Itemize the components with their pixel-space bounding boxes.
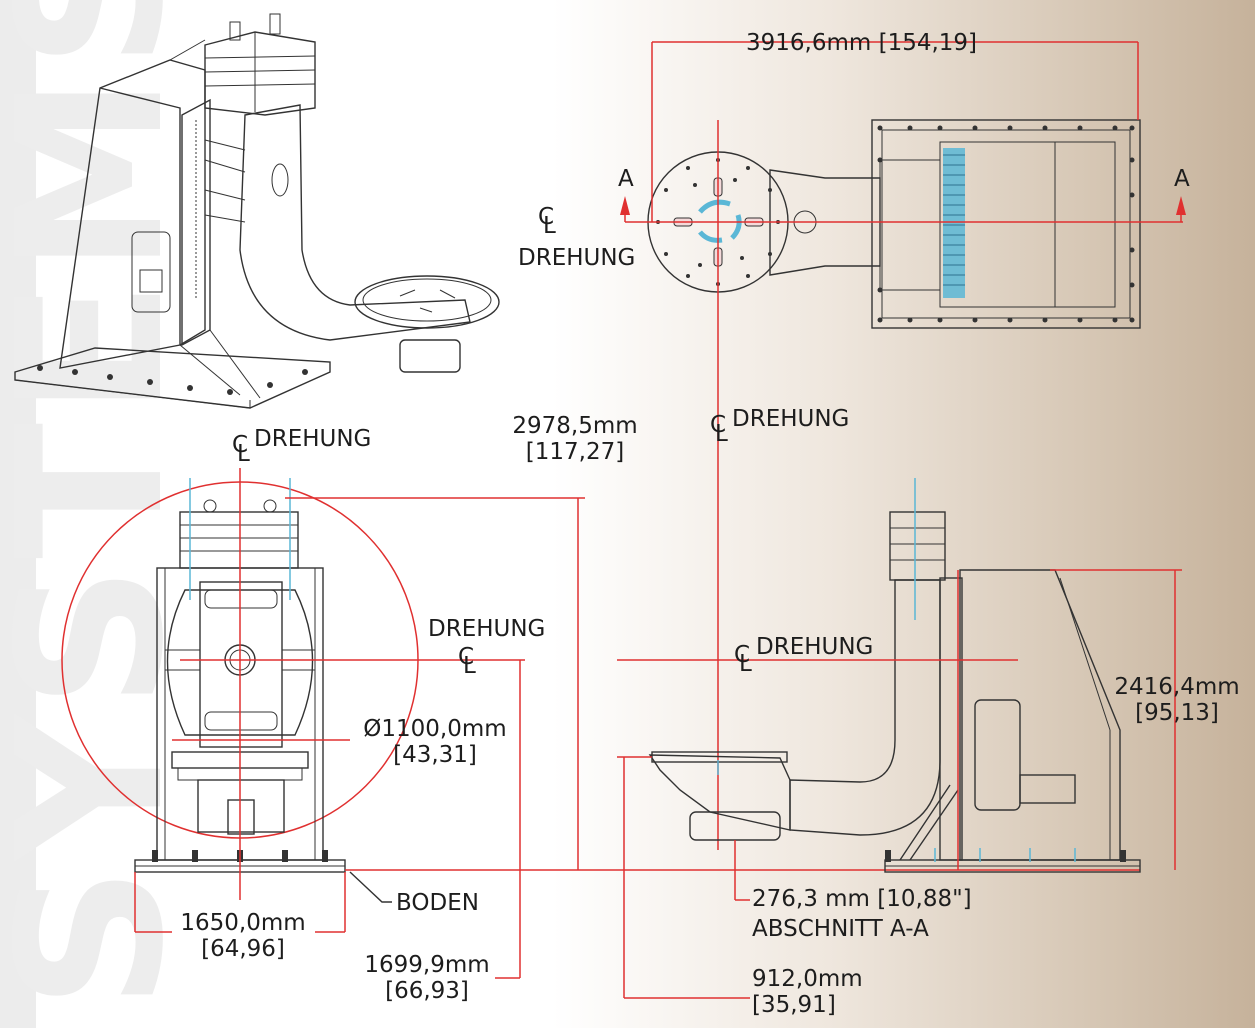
height-dim-mm: 2978,5mm <box>512 413 638 439</box>
diameter-dimension: Ø1100,0mm [43,31] <box>345 716 525 769</box>
drehung-label-front: DREHUNG <box>254 426 372 452</box>
table-height-dimension: 912,0mm [35,91] <box>752 966 863 1019</box>
table-height-in: [35,91] <box>752 992 836 1019</box>
drehung-label-section: DREHUNG <box>756 634 874 660</box>
diameter-mm: Ø1100,0mm <box>363 716 507 742</box>
offset-dimension: 276,3 mm [10,88"] <box>752 886 972 912</box>
center-height-mm: 1699,9mm <box>364 952 490 978</box>
top-view <box>620 41 1186 329</box>
isometric-view <box>14 13 500 409</box>
base-width-dimension: 1650,0mm [64,96] <box>168 910 318 963</box>
height-dimension: 2978,5mm [117,27] <box>500 413 650 466</box>
section-marker-right: A <box>1174 166 1190 192</box>
side-height-mm: 2416,4mm <box>1114 674 1240 700</box>
table-height-mm: 912,0mm <box>752 966 863 992</box>
height-dim-in: [117,27] <box>525 439 625 466</box>
side-height-dimension: 2416,4mm [95,13] <box>1102 674 1252 727</box>
center-height-dimension: 1699,9mm [66,93] <box>352 952 502 1005</box>
diameter-in: [43,31] <box>393 742 477 769</box>
boden-label: BODEN <box>396 890 479 916</box>
drehung-label-front-horizontal: DREHUNG <box>428 616 546 642</box>
front-view <box>61 468 1140 979</box>
side-height-in: [95,13] <box>1135 700 1219 727</box>
section-marker-left: A <box>618 166 634 192</box>
base-width-mm: 1650,0mm <box>180 910 306 936</box>
section-title: ABSCHNITT A-A <box>752 916 929 942</box>
top-width-dimension: 3916,6mm [154,19] <box>746 30 978 56</box>
drehung-label-middle: DREHUNG <box>732 406 850 432</box>
section-view <box>617 478 1182 999</box>
base-width-in: [64,96] <box>201 936 285 963</box>
drehung-label-top: DREHUNG <box>518 245 636 271</box>
center-height-in: [66,93] <box>385 978 469 1005</box>
